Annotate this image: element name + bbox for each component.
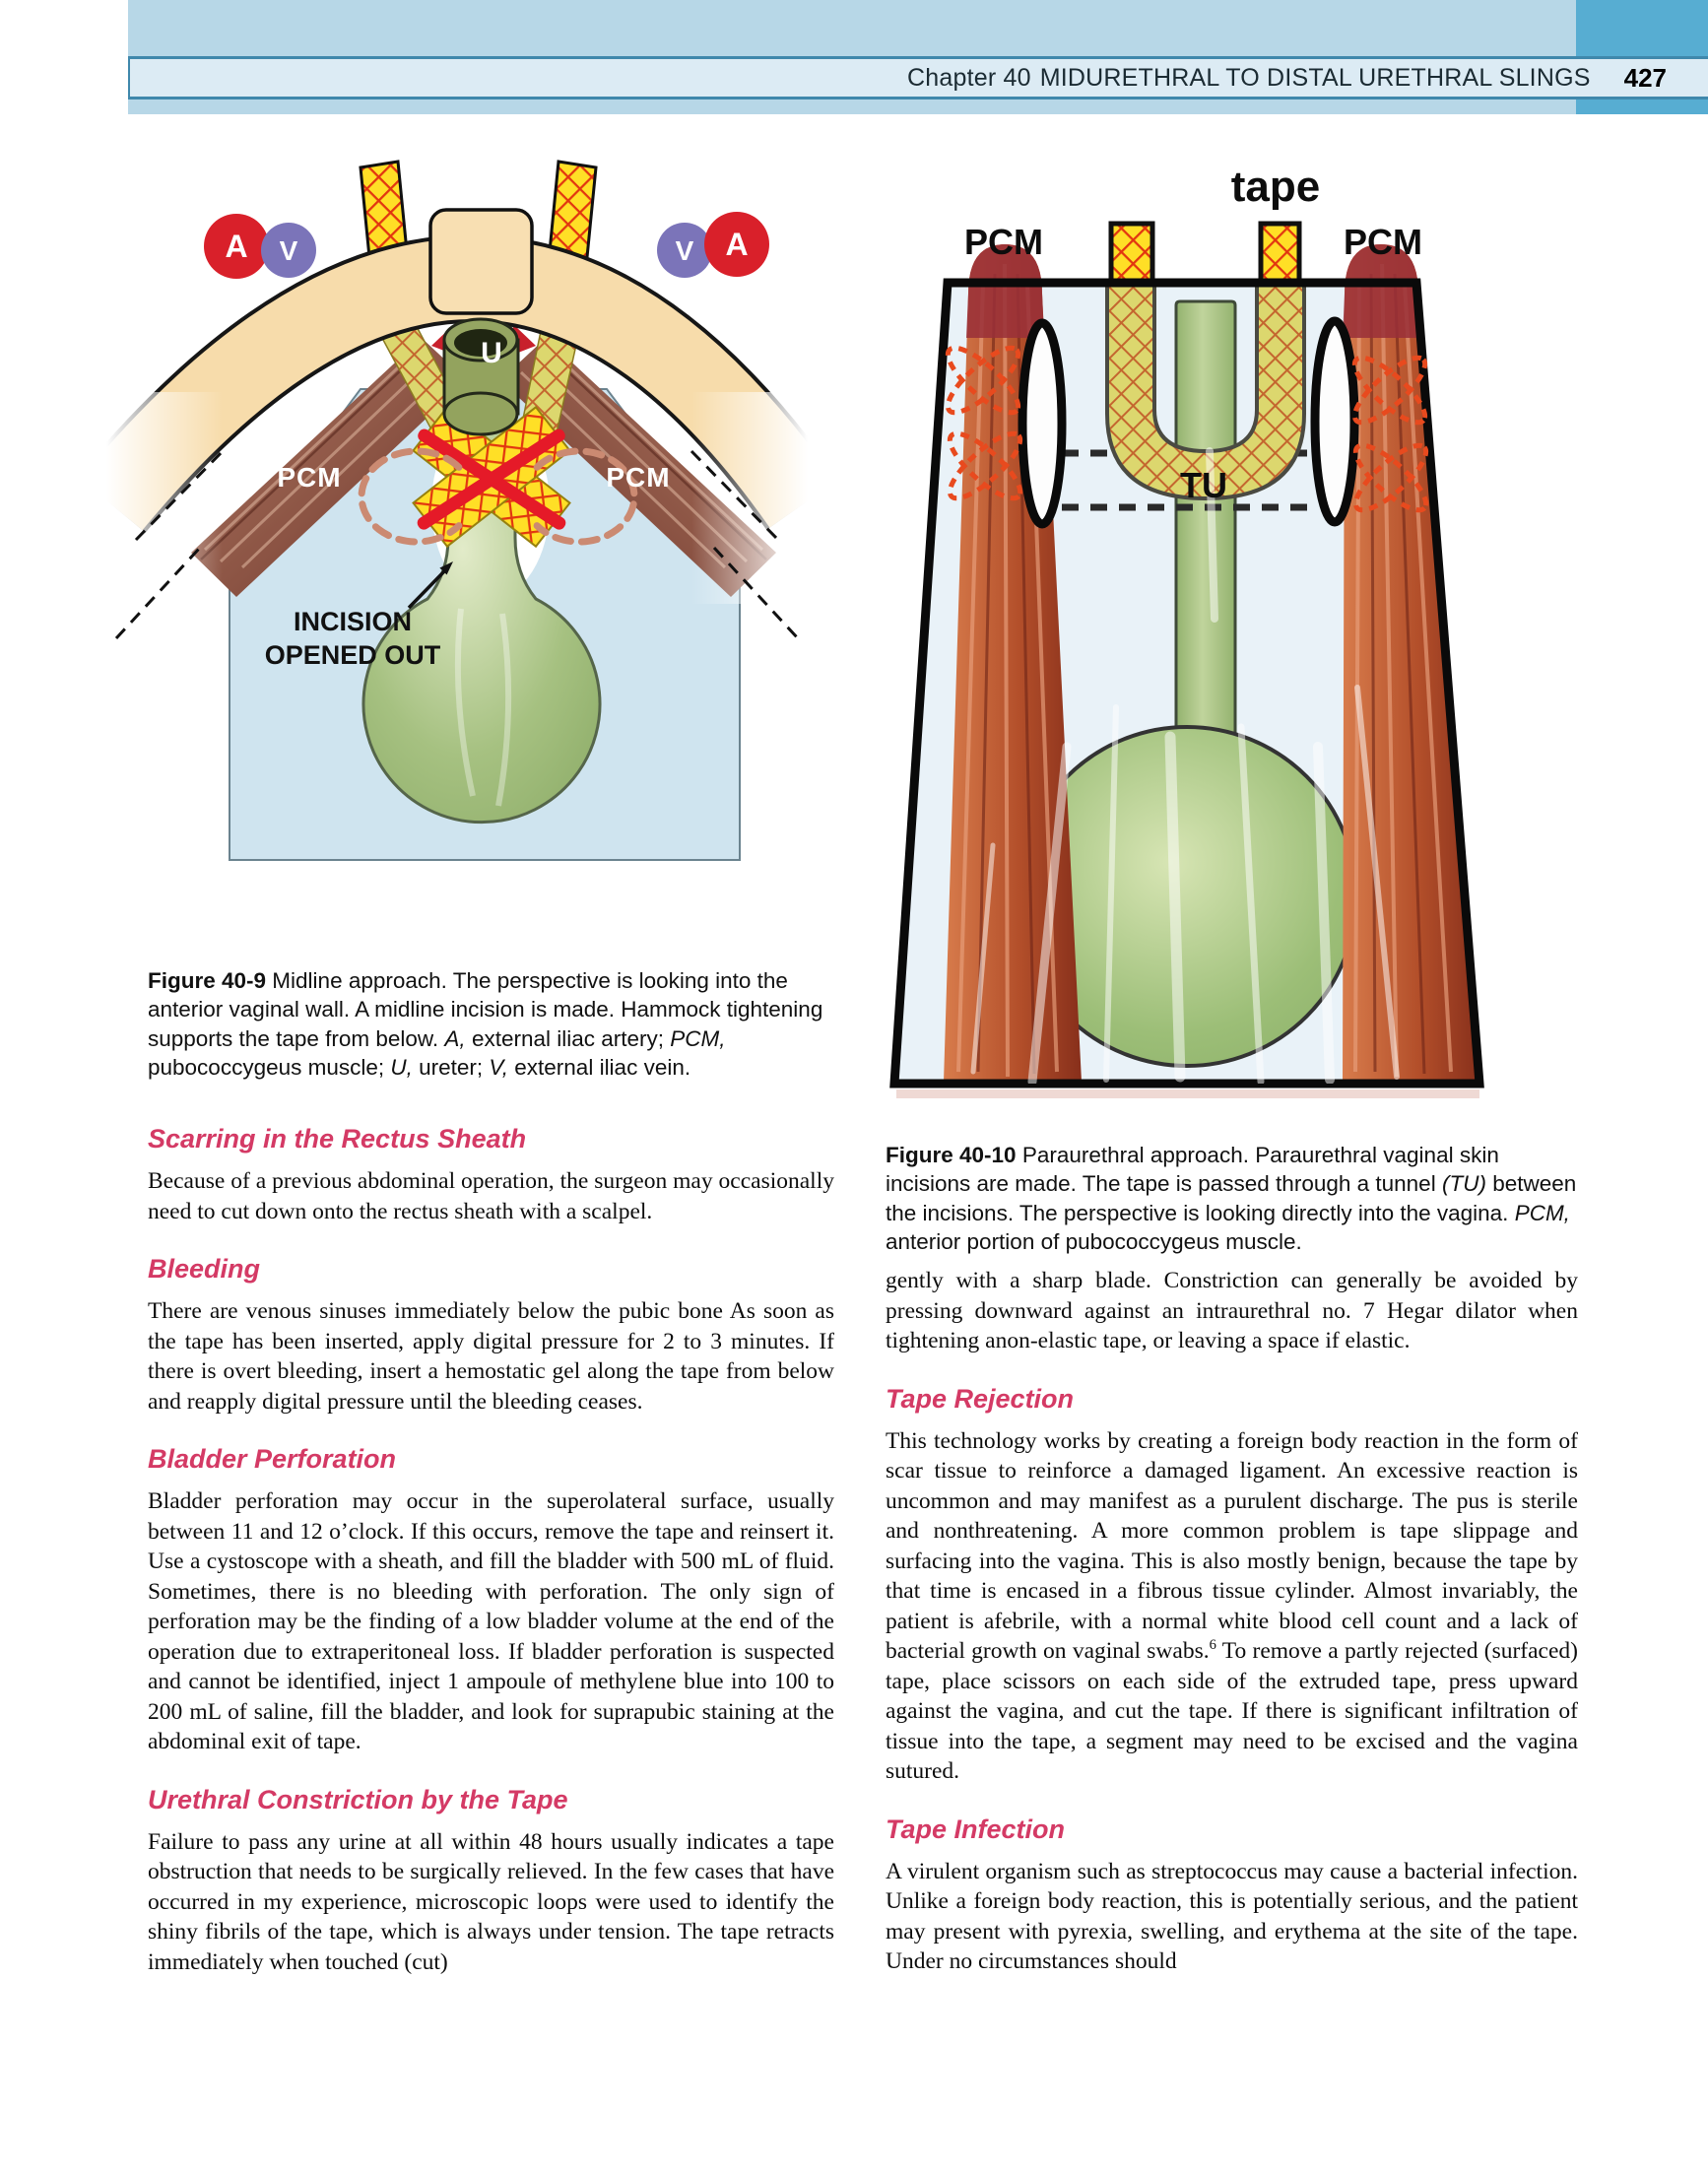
external-iliac-vein-marker-left: [261, 223, 316, 278]
section-body: Because of a previous abdominal operatio…: [148, 1168, 834, 1224]
external-iliac-artery-marker-right: [704, 212, 769, 277]
ureter: U: [442, 317, 520, 436]
paraurethral-incision-ring-right: [1310, 316, 1359, 527]
page-header: Chapter 40 MIDURETHRAL TO DISTAL URETHRA…: [128, 0, 1708, 114]
symphysis-pubis-block: [428, 208, 534, 315]
right-text-column: gently with a sharp blade. Constriction …: [886, 1266, 1578, 1977]
tape-stub-left: [1108, 221, 1155, 288]
dissection-plane-dashed-left: [358, 447, 463, 546]
section-scarring-rectus-sheath: Scarring in the Rectus Sheath Because of…: [148, 1123, 834, 1226]
figure-40-9-midline-approach-illustration: U A V V A PCM PCM INCISION OPENED OUT: [106, 160, 808, 861]
section-body: Bladder perforation may occur in the sup…: [148, 1488, 834, 1754]
tape-hammock-cross: [412, 405, 571, 549]
chapter-label: Chapter 40: [907, 63, 1031, 92]
section-heading: Bleeding: [148, 1254, 261, 1284]
header-band-bottom: [128, 99, 1708, 114]
section-body: Failure to pass any urine at all within …: [148, 1828, 834, 1975]
tightening-ribbon: [417, 429, 565, 530]
page-number: 427: [1623, 62, 1667, 93]
tape-tunnel-u: [1105, 281, 1306, 501]
vein-label-right: V: [676, 235, 694, 266]
chapter-title: MIDURETHRAL TO DISTAL URETHRAL SLINGS: [1039, 63, 1591, 92]
pcm-label-left: PCM: [277, 462, 341, 493]
muscle-cap-right: [1343, 244, 1421, 338]
section-tape-infection: Tape Infection A virulent organism such …: [886, 1813, 1578, 1977]
left-text-column: Scarring in the Rectus Sheath Because of…: [148, 1123, 834, 1977]
dissection-plane-dashed-right: [533, 447, 638, 546]
incision-label-line2: OPENED OUT: [265, 640, 441, 670]
artery-label-left: A: [225, 229, 247, 264]
urethra-and-bladder: [361, 380, 602, 824]
section-heading: Tape Rejection: [886, 1383, 1075, 1414]
running-head: Chapter 40 MIDURETHRAL TO DISTAL URETHRA…: [128, 56, 1708, 99]
bladder-highlight: [454, 608, 512, 807]
header-band-top: [128, 0, 1708, 56]
pcm-label-left: PCM: [964, 222, 1043, 262]
artery-label-right: A: [725, 227, 748, 262]
section-bladder-perforation: Bladder Perforation Bladder perforation …: [148, 1443, 834, 1757]
urethra-tube: [1174, 299, 1237, 768]
section-heading: Tape Infection: [886, 1813, 1066, 1844]
paraurethral-incision-ring-left: [1018, 318, 1067, 529]
section-body: There are venous sinuses immediately bel…: [148, 1298, 834, 1415]
incision-annotation: INCISION OPENED OUT: [265, 561, 453, 670]
section-tape-rejection: Tape Rejection This technology works by …: [886, 1383, 1578, 1787]
tape-label: tape: [1231, 163, 1320, 211]
muscle-cap-left: [966, 244, 1044, 338]
incision-label-line1: INCISION: [294, 607, 412, 636]
section-heading: Bladder Perforation: [148, 1444, 397, 1474]
section-heading: Scarring in the Rectus Sheath: [148, 1124, 527, 1154]
figure-40-10-caption: Figure 40-10 Paraurethral approach. Para…: [886, 1142, 1577, 1255]
section-bleeding: Bleeding There are venous sinuses immedi…: [148, 1253, 834, 1417]
section-body: This technology works by creating a fore…: [886, 1427, 1578, 1785]
external-iliac-vein-marker-right: [657, 223, 712, 278]
arrow-head-icon: [439, 561, 453, 575]
vaginal-field-outline: [889, 278, 1484, 1088]
external-iliac-artery-marker-left: [204, 214, 269, 279]
vaginal-wall-sheen: [970, 447, 1400, 1084]
section-body: A virulent organism such as streptococcu…: [886, 1858, 1578, 1975]
vein-label-left: V: [280, 235, 298, 266]
figure-40-9-caption: Figure 40-9 Midline approach. The perspe…: [148, 967, 823, 1081]
section-heading: Urethral Constriction by the Tape: [148, 1784, 568, 1814]
section-urethral-constriction: Urethral Constriction by the Tape Failur…: [148, 1784, 834, 1978]
pubococcygeus-muscle-right: [1343, 244, 1480, 1082]
figure-40-10-paraurethral-approach-illustration: tape PCM PCM TU: [889, 163, 1484, 1098]
pcm-label-right: PCM: [606, 462, 670, 493]
tape-stub-right: [1258, 221, 1302, 288]
continuation-paragraph: gently with a sharp blade. Constriction …: [886, 1268, 1578, 1353]
tunnel-label: TU: [1180, 465, 1227, 505]
figure-shadow: [896, 1089, 1479, 1098]
pcm-label-right: PCM: [1344, 222, 1422, 262]
ureter-label: U: [481, 337, 502, 369]
